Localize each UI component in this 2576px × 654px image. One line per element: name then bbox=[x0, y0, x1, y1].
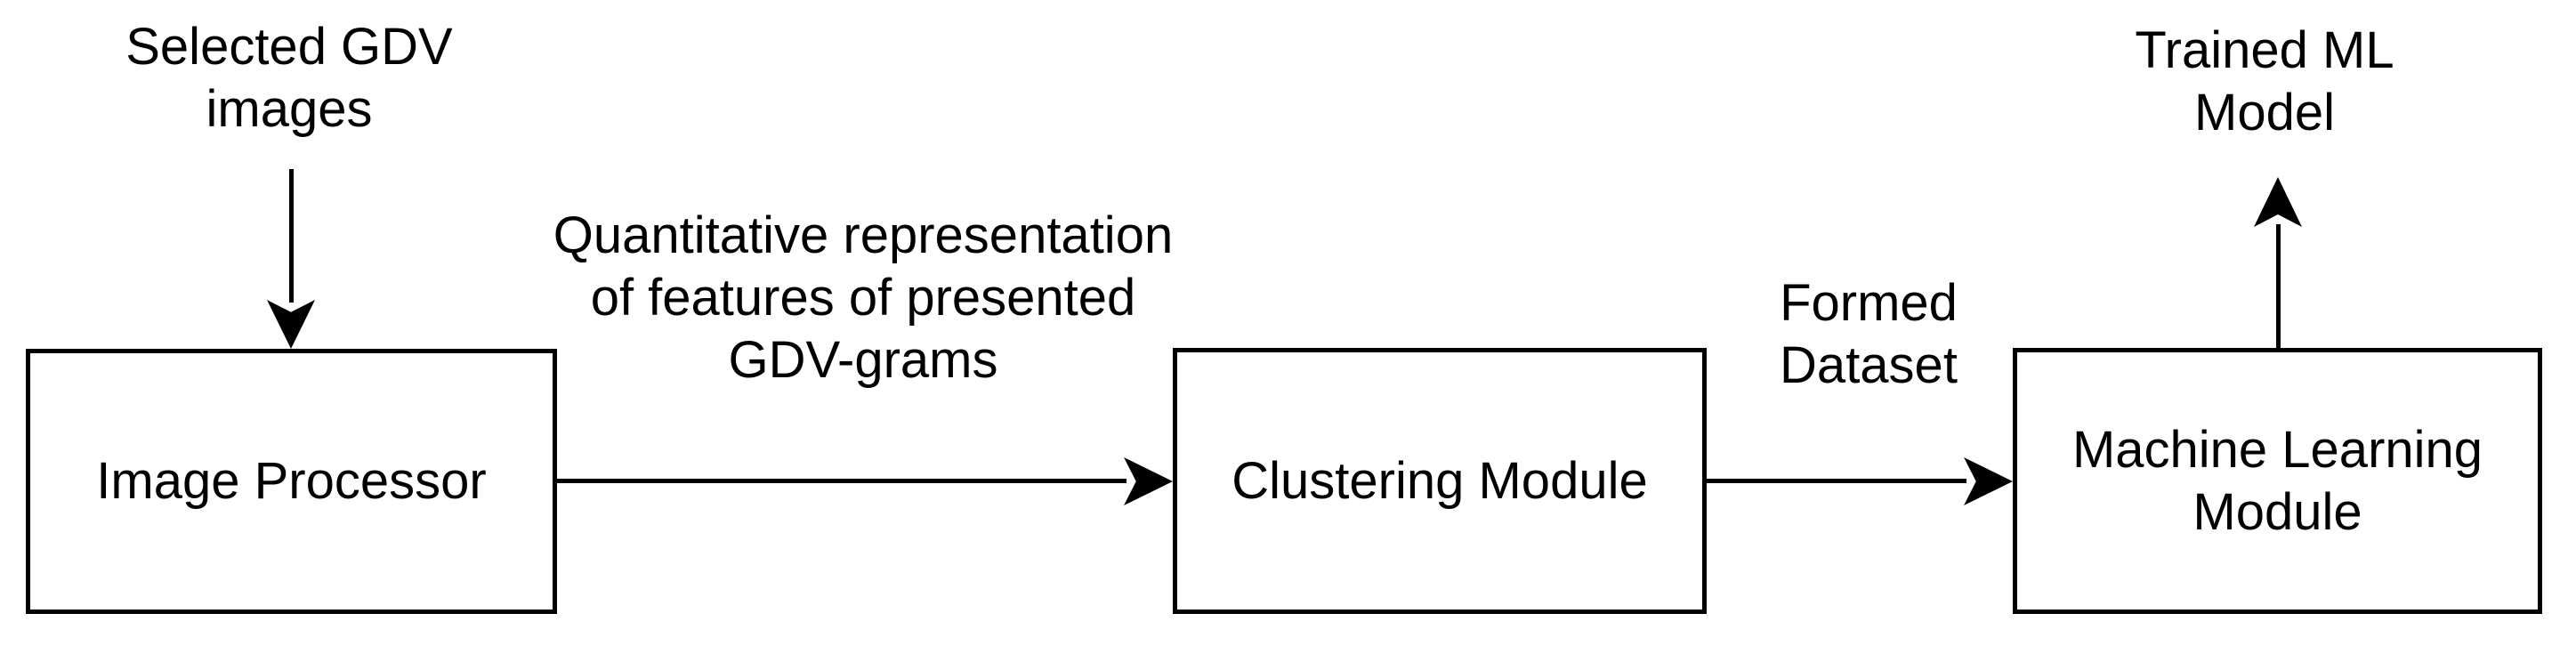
edge2-label-line: Formed bbox=[1780, 274, 1958, 332]
arrowhead-right-icon bbox=[1964, 457, 2013, 505]
arrowhead-right-icon bbox=[1124, 457, 1173, 505]
input-label: Selected GDV images bbox=[22, 16, 556, 141]
edge1-label: Quantitative representation of features … bbox=[463, 205, 1264, 392]
node-image-processor-label: Image Processor bbox=[96, 452, 487, 510]
edge1-label-line: of features of presented bbox=[590, 269, 1136, 327]
arrow-input-to-image-processor-stem bbox=[289, 169, 294, 303]
edge2-label: Formed Dataset bbox=[1691, 272, 2047, 397]
input-label-line: images bbox=[206, 80, 373, 138]
node-machine-learning-module-label-line: Module bbox=[2192, 482, 2362, 541]
arrow-machine-learning-to-output-stem bbox=[2276, 224, 2281, 348]
node-clustering-module: Clustering Module bbox=[1173, 348, 1707, 614]
node-image-processor: Image Processor bbox=[26, 349, 557, 614]
arrowhead-up-icon bbox=[2254, 177, 2302, 227]
input-label-line: Selected GDV bbox=[125, 18, 453, 76]
output-label-line: Model bbox=[2194, 84, 2335, 141]
node-clustering-module-label: Clustering Module bbox=[1231, 451, 1648, 510]
output-label: Trained ML Model bbox=[2042, 20, 2487, 144]
node-machine-learning-module: Machine Learning Module bbox=[2013, 348, 2542, 614]
edge1-label-line: GDV-grams bbox=[728, 331, 998, 389]
edge1-label-line: Quantitative representation bbox=[553, 206, 1174, 264]
arrowhead-down-icon bbox=[267, 300, 315, 349]
output-label-line: Trained ML bbox=[2135, 21, 2394, 79]
arrow-clustering-to-machine-learning-stem bbox=[1707, 479, 1966, 483]
node-machine-learning-module-label-line: Machine Learning bbox=[2071, 420, 2483, 479]
edge2-label-line: Dataset bbox=[1780, 336, 1958, 394]
arrow-image-processor-to-clustering-stem bbox=[557, 479, 1126, 483]
